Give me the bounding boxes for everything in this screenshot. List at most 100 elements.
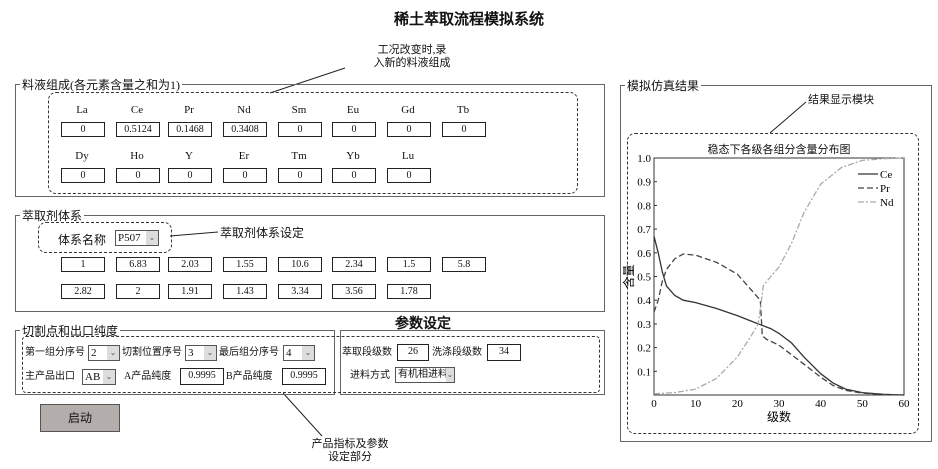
extractant-param-input[interactable]: 2.34 — [332, 257, 376, 272]
y-tick-label: 0.7 — [637, 224, 651, 236]
feed-dashed-region — [48, 92, 578, 194]
series-line-Ce — [653, 236, 905, 396]
y-tick-label: 0.5 — [637, 272, 651, 284]
element-input-Sm[interactable]: 0 — [278, 122, 322, 137]
extractant-param-input[interactable]: 2.82 — [61, 284, 105, 299]
washing-stages-input[interactable]: 34 — [487, 344, 521, 361]
legend-label-Pr: Pr — [880, 183, 890, 195]
x-tick-label: 40 — [815, 398, 827, 410]
element-label-Ho: Ho — [130, 150, 144, 162]
first-component-label: 第一组分序号 — [25, 347, 85, 358]
extraction-stages-label: 萃取段级数 — [342, 347, 392, 358]
element-input-Tb[interactable]: 0 — [442, 122, 486, 137]
main-outlet-select[interactable]: AB⌄ — [82, 369, 116, 385]
extractant-param-input[interactable]: 10.6 — [278, 257, 322, 272]
last-component-select[interactable]: 4⌄ — [283, 345, 315, 361]
extractant-param-input[interactable]: 1.5 — [387, 257, 431, 272]
params-header: 参数设定 — [395, 317, 451, 332]
last-component-label: 最后组分序号 — [219, 347, 279, 358]
y-tick-label: 0.3 — [637, 319, 651, 331]
extractant-param-input[interactable]: 6.83 — [116, 257, 160, 272]
y-tick-label: 0.2 — [637, 343, 651, 355]
element-label-Tb: Tb — [456, 104, 470, 116]
results-dashed-region — [627, 133, 919, 434]
element-label-Pr: Pr — [184, 104, 194, 116]
element-input-La[interactable]: 0 — [61, 122, 105, 137]
y-tick-label: 0.9 — [637, 177, 651, 189]
params-annotation: 产品指标及参数设定部分 — [311, 438, 389, 463]
params-group — [340, 330, 605, 395]
element-label-Lu: Lu — [401, 150, 415, 162]
app-title: 稀土萃取流程模拟系统 — [393, 12, 544, 28]
start-button[interactable]: 启动 — [40, 404, 120, 432]
element-input-Pr[interactable]: 0.1468 — [168, 122, 212, 137]
extractant-param-input[interactable]: 3.34 — [278, 284, 322, 299]
washing-stages-label: 洗涤段级数 — [432, 347, 482, 358]
y-axis-label: 含量 — [621, 264, 636, 288]
first-component-select[interactable]: 2⌄ — [88, 345, 120, 361]
legend-label-Ce: Ce — [880, 169, 892, 181]
feed-group-label: 料液组成(各元素含量之和为1) — [20, 76, 182, 93]
x-tick-label: 20 — [732, 398, 744, 410]
x-tick-label: 30 — [774, 398, 786, 410]
element-label-Sm: Sm — [291, 104, 307, 116]
element-label-La: La — [76, 104, 88, 116]
element-input-Lu[interactable]: 0 — [387, 168, 431, 183]
results-group: 模拟仿真结果 — [620, 77, 932, 442]
extractant-param-input[interactable]: 1.78 — [387, 284, 431, 299]
extraction-stages-input[interactable]: 26 — [397, 344, 429, 361]
x-tick-label: 10 — [690, 398, 702, 410]
y-tick-label: 0.8 — [637, 200, 651, 212]
b-purity-input[interactable]: 0.9995 — [282, 368, 326, 385]
element-label-Y: Y — [185, 150, 193, 162]
x-tick-label: 50 — [857, 398, 869, 410]
feed-annotation: 工况改变时,录入新的料液组成 — [373, 44, 451, 69]
element-input-Er[interactable]: 0 — [223, 168, 267, 183]
cut-position-label: 切割位置序号 — [122, 347, 182, 358]
x-tick-label: 0 — [651, 398, 657, 410]
extractant-param-input[interactable]: 5.8 — [442, 257, 486, 272]
extractant-param-input[interactable]: 3.56 — [332, 284, 376, 299]
extractant-param-input[interactable]: 1 — [61, 257, 105, 272]
results-group-label: 模拟仿真结果 — [625, 77, 702, 94]
x-axis-label: 级数 — [767, 409, 791, 424]
chevron-down-icon: ⌄ — [204, 346, 216, 360]
element-label-Eu: Eu — [346, 104, 360, 116]
legend-label-Nd: Nd — [880, 197, 894, 209]
element-label-Nd: Nd — [237, 104, 251, 116]
extractant-param-input[interactable]: 2 — [116, 284, 160, 299]
extractant-param-input[interactable]: 1.91 — [168, 284, 212, 299]
element-input-Yb[interactable]: 0 — [332, 168, 376, 183]
extractant-param-input[interactable]: 2.03 — [168, 257, 212, 272]
chevron-down-icon: ⌄ — [146, 231, 158, 245]
extractant-annotation: 萃取剂体系设定 — [220, 226, 305, 240]
system-name-label: 体系名称 — [58, 233, 107, 247]
extractant-dashed-region — [38, 222, 172, 253]
series-line-Nd — [653, 157, 905, 395]
cut-group: 切割点和出口纯度 — [15, 322, 335, 395]
element-input-Gd[interactable]: 0 — [387, 122, 431, 137]
chevron-down-icon: ⌄ — [107, 346, 119, 360]
element-input-Y[interactable]: 0 — [168, 168, 212, 183]
element-input-Ce[interactable]: 0.5124 — [116, 122, 160, 137]
element-input-Tm[interactable]: 0 — [278, 168, 322, 183]
extractant-group: 萃取剂体系 — [15, 207, 605, 312]
element-label-Tm: Tm — [291, 150, 307, 162]
feed-mode-select[interactable]: 有机相进料⌄ — [395, 367, 455, 383]
y-tick-label: 0.6 — [637, 248, 651, 260]
main-outlet-label: 主产品出口 — [25, 371, 75, 382]
b-purity-label: B产品纯度 — [226, 371, 273, 382]
element-input-Nd[interactable]: 0.3408 — [223, 122, 267, 137]
feed-mode-label: 进料方式 — [350, 370, 390, 381]
chevron-down-icon: ⌄ — [446, 368, 454, 382]
extractant-param-input[interactable]: 1.43 — [223, 284, 267, 299]
chart-title: 稳态下各级各组分含量分布图 — [707, 144, 851, 156]
element-input-Eu[interactable]: 0 — [332, 122, 376, 137]
extractant-param-input[interactable]: 1.55 — [223, 257, 267, 272]
element-input-Dy[interactable]: 0 — [61, 168, 105, 183]
cut-position-select[interactable]: 3⌄ — [185, 345, 217, 361]
system-name-select[interactable]: P507⌄ — [115, 230, 159, 246]
element-input-Ho[interactable]: 0 — [116, 168, 160, 183]
a-purity-input[interactable]: 0.9995 — [180, 368, 224, 385]
